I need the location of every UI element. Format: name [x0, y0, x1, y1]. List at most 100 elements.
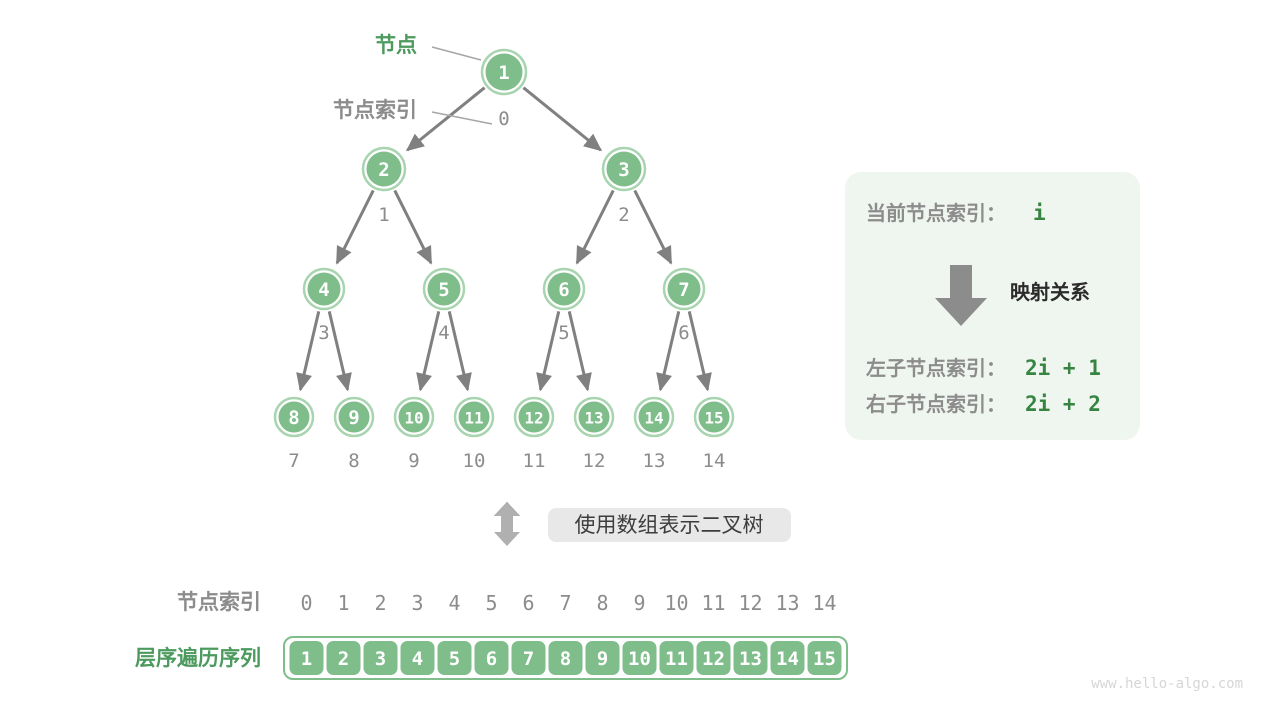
tree-node-ring	[422, 267, 466, 311]
double-arrow-icon	[494, 502, 520, 546]
tree-node-index: 0	[498, 108, 509, 130]
tree-node-ring	[273, 396, 315, 438]
array-representation-callout: 使用数组表示二叉树	[494, 502, 791, 546]
array-cell-value: 9	[597, 648, 608, 670]
tree-edge	[536, 311, 561, 392]
array-cell-bg	[696, 641, 731, 675]
tree-edge	[405, 86, 486, 152]
array-index-label: 3	[411, 591, 423, 615]
mapping-relation-label: 映射关系	[1010, 280, 1090, 304]
tree-node-fill	[485, 53, 523, 91]
array-cell: 9	[585, 641, 620, 675]
array-cell-bg	[585, 641, 620, 675]
array-cell-value: 15	[813, 648, 836, 670]
tree-node-fill	[667, 272, 701, 306]
array-cell-value: 7	[523, 648, 534, 670]
array-index-label: 8	[596, 591, 608, 615]
tree-node-value: 2	[378, 159, 389, 181]
watermark: www.hello-algo.com	[1091, 676, 1243, 692]
tree-node-ring	[542, 267, 586, 311]
tree-node-ring	[601, 146, 647, 192]
tree-node-value: 1	[498, 62, 509, 84]
tree-edge	[416, 311, 441, 392]
array-cell-bg	[548, 641, 583, 675]
tree-node-value: 10	[404, 409, 423, 428]
array-cell-value: 12	[702, 648, 725, 670]
array-index-label: 6	[522, 591, 534, 615]
array-cell: 13	[733, 641, 768, 675]
tree-node-fill	[398, 401, 430, 433]
mapping-panel: 当前节点索引： i 映射关系 左子节点索引： 2i + 1 右子节点索引： 2i…	[845, 172, 1140, 440]
tree-node-index: 9	[408, 450, 419, 472]
tree-node: 2	[361, 146, 407, 192]
annotation-node-label: 节点	[375, 33, 417, 57]
tree-node-ring	[633, 396, 675, 438]
tree-node-ring	[361, 146, 407, 192]
tree-node-fill	[606, 151, 642, 187]
array-index-label: 4	[448, 591, 460, 615]
array-index-label: 14	[812, 591, 836, 615]
array-cell-bg	[659, 641, 694, 675]
array-cell-value: 11	[665, 648, 688, 670]
array-index-label: 13	[775, 591, 799, 615]
array-index-label: 5	[485, 591, 497, 615]
array-cell-value: 2	[338, 648, 349, 670]
tree-edge	[296, 311, 321, 392]
tree-node-value: 12	[524, 409, 543, 428]
array-cell-value: 13	[739, 648, 762, 670]
array-cell: 12	[696, 641, 731, 675]
tree-node-fill	[458, 401, 490, 433]
tree-node-index: 5	[558, 322, 569, 344]
tree-node: 4	[302, 267, 346, 311]
tree-node-fill	[366, 151, 402, 187]
tree-node-ring	[480, 48, 528, 96]
array-index-label: 0	[300, 591, 312, 615]
array-cell-bg	[400, 641, 435, 675]
tree-node-value: 15	[704, 409, 723, 428]
array-index-label: 2	[374, 591, 386, 615]
tree-node: 7	[662, 267, 706, 311]
array-index-label: 12	[738, 591, 762, 615]
current-index-value: i	[1033, 201, 1046, 225]
tree-edge	[335, 189, 375, 265]
tree-node-index: 13	[643, 450, 666, 472]
tree-node: 1	[480, 48, 528, 96]
array-cell: 11	[659, 641, 694, 675]
tree-node-ring	[693, 396, 735, 438]
annotation-node-index: 节点索引	[333, 98, 493, 125]
array-cell: 8	[548, 641, 583, 675]
tree-node: 9	[333, 396, 375, 438]
array-cell-bg	[474, 641, 509, 675]
array-cell-value: 6	[486, 648, 497, 670]
tree-node-index: 11	[523, 450, 546, 472]
annotation-node: 节点	[375, 33, 482, 61]
tree-edge	[327, 311, 352, 392]
tree-node-fill	[427, 272, 461, 306]
array-cell: 15	[807, 641, 842, 675]
callout-label: 使用数组表示二叉树	[575, 513, 764, 537]
tree-node-value: 5	[438, 279, 449, 301]
right-child-index-label: 右子节点索引：	[866, 392, 1006, 416]
array-index-label: 7	[559, 591, 571, 615]
mapping-panel-bg	[845, 172, 1140, 440]
tree-node-value: 9	[348, 407, 359, 429]
array-cell: 2	[326, 641, 361, 675]
tree-edge	[567, 311, 592, 392]
array-cell: 6	[474, 641, 509, 675]
tree-node-ring	[333, 396, 375, 438]
array-cell-value: 10	[628, 648, 651, 670]
right-child-index-value: 2i + 2	[1025, 392, 1101, 416]
array-cell-bg	[326, 641, 361, 675]
tree-node-fill	[578, 401, 610, 433]
tree-node-index: 8	[348, 450, 359, 472]
tree-node: 15	[693, 396, 735, 438]
array-index-label: 11	[701, 591, 725, 615]
tree-node: 11	[453, 396, 495, 438]
array-cell-bg	[363, 641, 398, 675]
tree-edge	[522, 86, 603, 152]
